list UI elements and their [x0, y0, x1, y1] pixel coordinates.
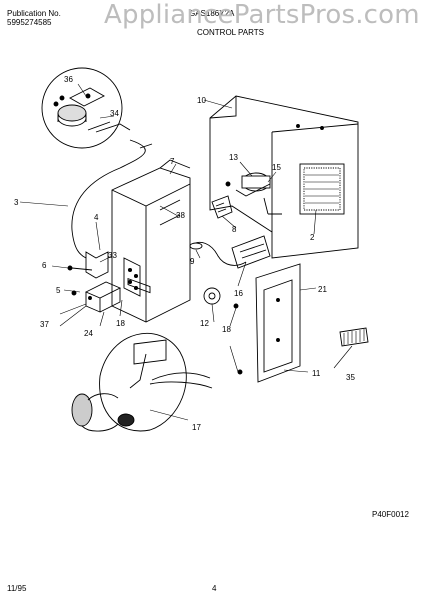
callout-7: 7 [170, 157, 175, 166]
power-cord-zoom [71, 332, 213, 432]
control-box [111, 159, 191, 323]
callout-13: 13 [229, 153, 238, 162]
relay-assembly [225, 172, 282, 215]
callout-18-right: 18 [222, 325, 231, 334]
page-number: 4 [212, 584, 217, 593]
callout-38: 38 [176, 211, 185, 220]
callout-21: 21 [318, 285, 327, 294]
back-panel [209, 95, 359, 259]
callout-4: 4 [94, 213, 99, 222]
callout-24: 24 [84, 329, 93, 338]
callout-6: 6 [42, 261, 47, 270]
revision-date: 11/95 [7, 584, 27, 593]
callout-17: 17 [192, 423, 201, 432]
callout-35: 35 [346, 373, 355, 382]
callout-11: 11 [312, 369, 321, 378]
figure-code: P40F0012 [372, 510, 409, 519]
callout-34: 34 [110, 109, 119, 118]
callout-36: 36 [64, 75, 73, 84]
watermark: AppliancePartsPros.com [104, 0, 420, 30]
publication-number: 5995274585 [7, 18, 52, 27]
thermostat-inset [41, 67, 131, 149]
callout-5: 5 [56, 286, 61, 295]
callout-9: 9 [190, 257, 195, 266]
front-control-panel [255, 263, 301, 383]
callout-18-left: 18 [116, 319, 125, 328]
callout-37: 37 [40, 320, 49, 329]
callout-labels: 36 34 10 7 13 15 3 4 38 33 8 2 6 9 5 16 … [14, 75, 355, 432]
switch-assembly [71, 281, 122, 313]
callout-15: 15 [272, 163, 281, 172]
publication-label: Publication No. [7, 9, 61, 18]
callout-12: 12 [200, 319, 209, 328]
callout-16: 16 [234, 289, 243, 298]
section-title: CONTROL PARTS [197, 28, 264, 37]
callout-8: 8 [232, 225, 237, 234]
callout-10: 10 [197, 96, 206, 105]
wire-harness [189, 235, 271, 269]
callout-2: 2 [310, 233, 315, 242]
callout-3: 3 [14, 198, 19, 207]
grille-insert [339, 327, 369, 347]
model-number: GAS186Y2A [189, 9, 235, 18]
callout-33: 33 [108, 251, 117, 260]
